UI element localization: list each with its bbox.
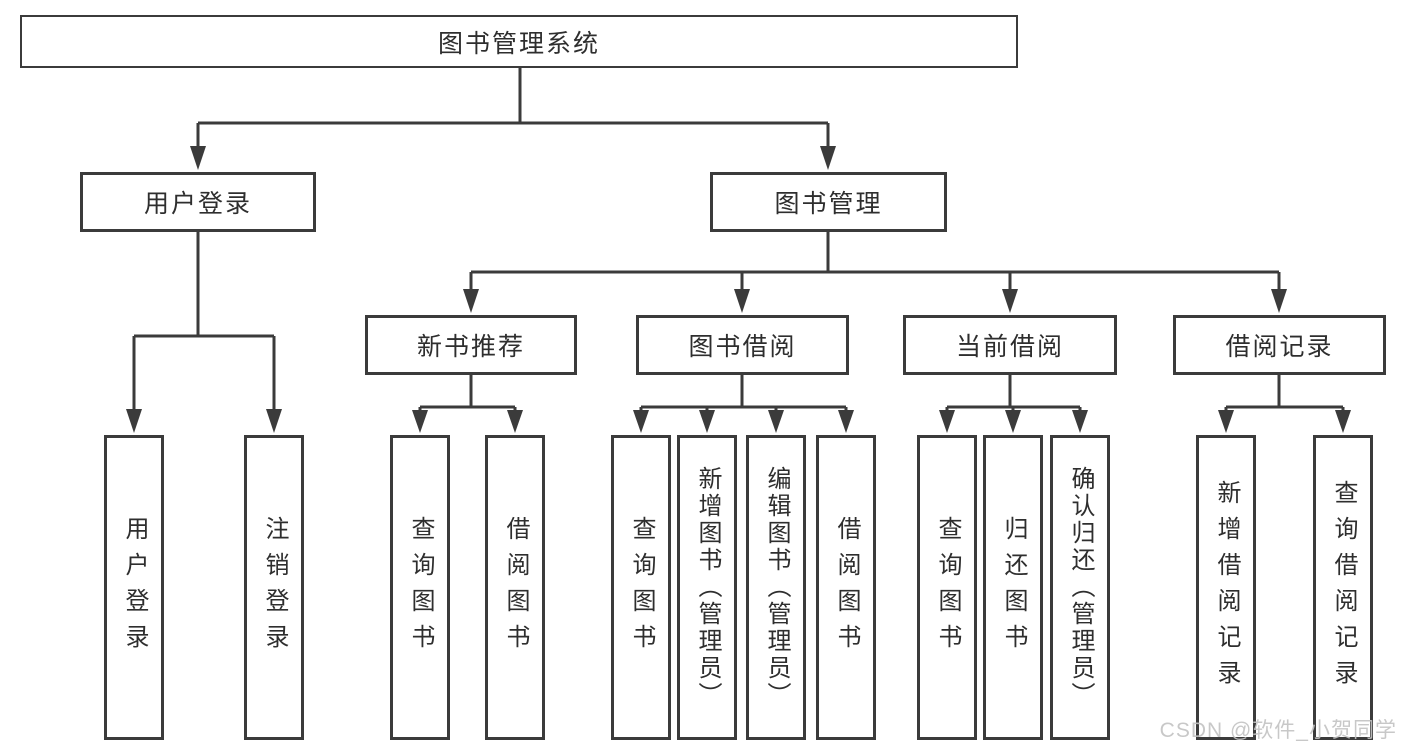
connector-newbook-to-leaves [412,375,523,433]
node-current-borrow: 当前借阅 [903,315,1117,375]
connector-borrowrecord-to-leaves [1218,375,1351,433]
node-user-login: 用户登录 [80,172,316,232]
leaf-edit-books-admin: 编辑图书（管理员） [746,435,806,740]
leaf-query-borrow-record: 查询借阅记录 [1313,435,1373,740]
arrowhead-down-icon [1002,289,1018,313]
node-root-system: 图书管理系统 [20,15,1018,68]
arrowhead-down-icon [820,146,836,170]
arrowhead-down-icon [699,410,715,433]
arrowhead-down-icon [1218,410,1234,433]
connector-root-to-level2 [190,68,836,170]
arrowhead-down-icon [1271,289,1287,313]
node-new-book-recommend: 新书推荐 [365,315,577,375]
connector-userlogin-to-leaves [126,232,282,433]
arrowhead-down-icon [838,410,854,433]
node-book-borrow: 图书借阅 [636,315,849,375]
arrowhead-down-icon [1072,410,1088,433]
leaf-borrow-books: 借阅图书 [816,435,876,740]
connector-currentborrow-to-leaves [939,375,1088,433]
arrowhead-down-icon [126,409,142,433]
arrowhead-down-icon [734,289,750,313]
connector-bookmgmt-to-level3 [463,232,1287,313]
leaf-return-books: 归还图书 [983,435,1043,740]
arrowhead-down-icon [266,409,282,433]
arrowhead-down-icon [768,410,784,433]
leaf-confirm-return-admin: 确认归还（管理员） [1050,435,1110,740]
arrowhead-down-icon [1335,410,1351,433]
node-book-management: 图书管理 [710,172,947,232]
connector-bookborrow-to-leaves [633,375,854,433]
arrowhead-down-icon [463,289,479,313]
leaf-query-books-current: 查询图书 [917,435,977,740]
arrowhead-down-icon [190,146,206,170]
leaf-add-books-admin: 新增图书（管理员） [677,435,737,740]
arrowhead-down-icon [1005,410,1021,433]
arrowhead-down-icon [939,410,955,433]
leaf-query-books-borrow: 查询图书 [611,435,671,740]
leaf-borrow-books-recommend: 借阅图书 [485,435,545,740]
leaf-query-books-recommend: 查询图书 [390,435,450,740]
arrowhead-down-icon [507,410,523,433]
leaf-user-login: 用户登录 [104,435,164,740]
node-borrow-record: 借阅记录 [1173,315,1386,375]
leaf-logout: 注销登录 [244,435,304,740]
arrowhead-down-icon [412,410,428,433]
leaf-add-borrow-record: 新增借阅记录 [1196,435,1256,740]
arrowhead-down-icon [633,410,649,433]
